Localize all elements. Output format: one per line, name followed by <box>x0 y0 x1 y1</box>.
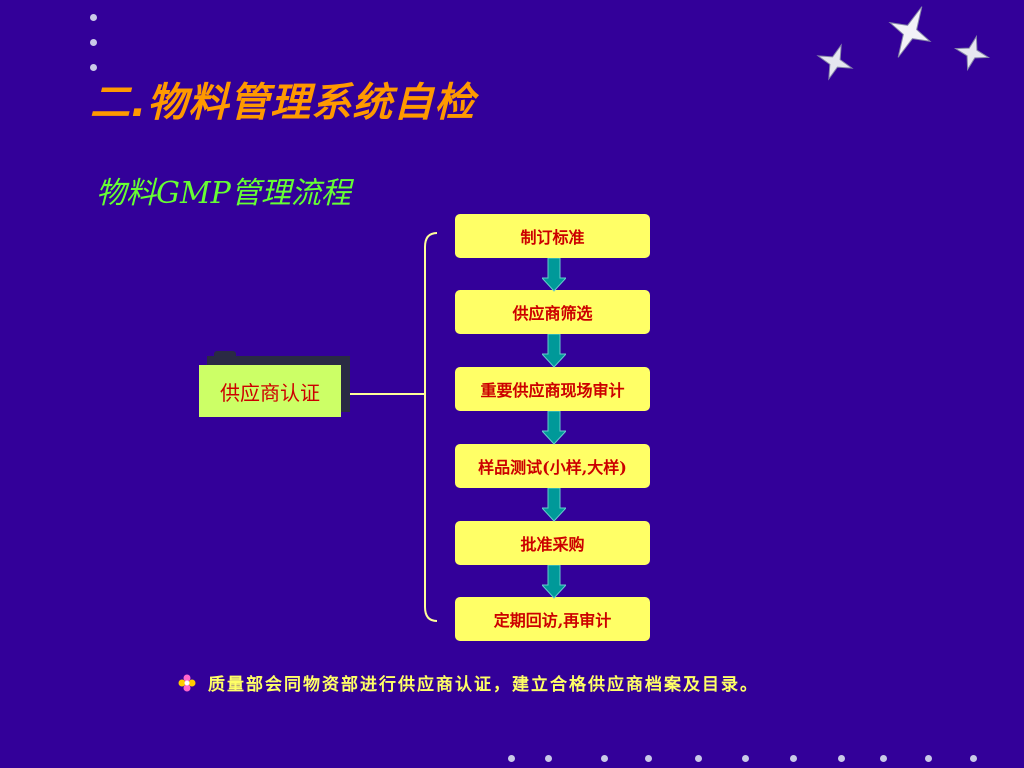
footer-note: 质量部会同物资部进行供应商认证，建立合格供应商档案及目录。 <box>208 675 759 695</box>
page-title: 二.物料管理系统自检 <box>90 80 476 126</box>
page-subtitle: 物料GMP管理流程 <box>96 176 351 211</box>
decor-dot <box>645 755 652 762</box>
flow-step-6: 定期回访,再审计 <box>455 597 650 641</box>
decor-dot <box>925 755 932 762</box>
decor-dot <box>790 755 797 762</box>
arrow-down-icon <box>542 411 566 445</box>
decor-dot <box>742 755 749 762</box>
bullet-flower-icon <box>178 674 196 692</box>
decor-dot <box>880 755 887 762</box>
star-icon <box>953 34 991 72</box>
decor-dot <box>545 755 552 762</box>
flow-step-5: 批准采购 <box>455 521 650 565</box>
decor-dot <box>508 755 515 762</box>
decor-dot <box>90 39 97 46</box>
arrow-down-icon <box>542 488 566 522</box>
flow-step-1: 制订标准 <box>455 214 650 258</box>
decor-dot <box>838 755 845 762</box>
flow-step-2: 供应商筛选 <box>455 290 650 334</box>
supplier-certification-box: 供应商认证 <box>199 365 341 417</box>
flow-step-3: 重要供应商现场审计 <box>455 367 650 411</box>
flow-step-4: 样品测试(小样,大样) <box>455 444 650 488</box>
arrow-down-icon <box>542 334 566 368</box>
bracket-connector <box>340 232 438 622</box>
star-icon <box>816 43 854 81</box>
decor-dot <box>90 64 97 71</box>
star-icon <box>888 6 932 58</box>
decor-dot <box>970 755 977 762</box>
decor-dot <box>695 755 702 762</box>
arrow-down-icon <box>542 565 566 599</box>
decor-dot <box>90 14 97 21</box>
decor-dot <box>601 755 608 762</box>
source-box-tab <box>214 351 236 357</box>
arrow-down-icon <box>542 258 566 292</box>
